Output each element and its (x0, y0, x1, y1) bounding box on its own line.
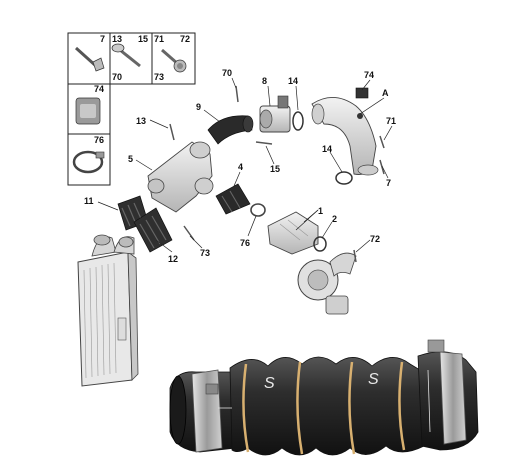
o-ring-2 (313, 236, 327, 252)
legend-cell-hose-clamp: 76 (72, 135, 105, 174)
turbocharger (297, 252, 357, 315)
hose-photo: S S (169, 339, 479, 456)
callout-11: 11 (84, 196, 94, 206)
throttle-valve-8 (259, 95, 291, 133)
legend-label: 7 (100, 34, 105, 44)
legend-label: 71 (154, 34, 164, 44)
legend-label: 70 (112, 72, 122, 82)
hose-clamp-left (191, 369, 223, 453)
legend-label: 13 (112, 34, 122, 44)
hose-clamp-icon (72, 150, 105, 174)
callout-74: 74 (364, 70, 374, 80)
legend-label: 73 (154, 72, 164, 82)
callout-5: 5 (128, 154, 133, 164)
hose-marking: S (368, 371, 379, 388)
callout-13: 13 (136, 116, 146, 126)
hose-reinforcement-bands (242, 361, 406, 455)
callout-14-upper: 14 (288, 76, 298, 86)
legend-cell-clip-nut: 74 (75, 84, 104, 125)
air-pipe-a (311, 87, 379, 176)
intercooler (77, 234, 139, 387)
clamp-76 (250, 203, 266, 217)
hose-clamp-right (427, 339, 467, 445)
callout-labels: 70 8 14 74 A 9 13 71 15 14 7 5 4 1 2 11 … (84, 68, 396, 264)
o-ring-14-lower (335, 171, 353, 185)
legend-label: 74 (94, 84, 104, 94)
o-ring-14-upper (292, 111, 304, 131)
callout-73: 73 (200, 248, 210, 258)
parts-drawing (77, 85, 385, 387)
intake-manifold-5 (147, 141, 214, 213)
callout-7: 7 (386, 178, 391, 188)
legend-cell-bolt: 7 (74, 34, 105, 72)
flange-bolt-icon (161, 48, 187, 73)
callout-9: 9 (196, 102, 201, 112)
hose-9 (207, 115, 254, 145)
callout-12: 12 (168, 254, 178, 264)
callout-14-lower: 14 (322, 144, 332, 154)
callout-76: 76 (240, 238, 250, 248)
callout-71: 71 (386, 116, 396, 126)
callout-a: A (382, 88, 389, 98)
callout-1: 1 (318, 206, 323, 216)
callout-72: 72 (370, 234, 380, 244)
callout-2: 2 (332, 214, 337, 224)
leader-lines (97, 77, 393, 253)
fastener-legend: 7 13 15 70 71 72 73 (67, 32, 196, 186)
legend-label: 76 (94, 135, 104, 145)
hose-marking: S (264, 375, 275, 392)
hose-alignment-mark (427, 369, 431, 433)
screw-icon (111, 43, 141, 68)
callout-4: 4 (238, 162, 243, 172)
legend-cell-screw: 13 15 70 (111, 34, 148, 82)
resonator-1 (267, 211, 319, 255)
hose-12 (133, 207, 173, 253)
small-fasteners (169, 85, 385, 263)
bolt-icon (74, 46, 105, 72)
callout-15: 15 (270, 164, 280, 174)
callout-8: 8 (262, 76, 267, 86)
legend-label: 15 (138, 34, 148, 44)
legend-label: 72 (180, 34, 190, 44)
hose-4 (215, 183, 251, 215)
legend-cell-flange-bolt: 71 72 73 (154, 34, 190, 82)
clip-nut-icon (75, 97, 101, 125)
callout-70: 70 (222, 68, 232, 78)
